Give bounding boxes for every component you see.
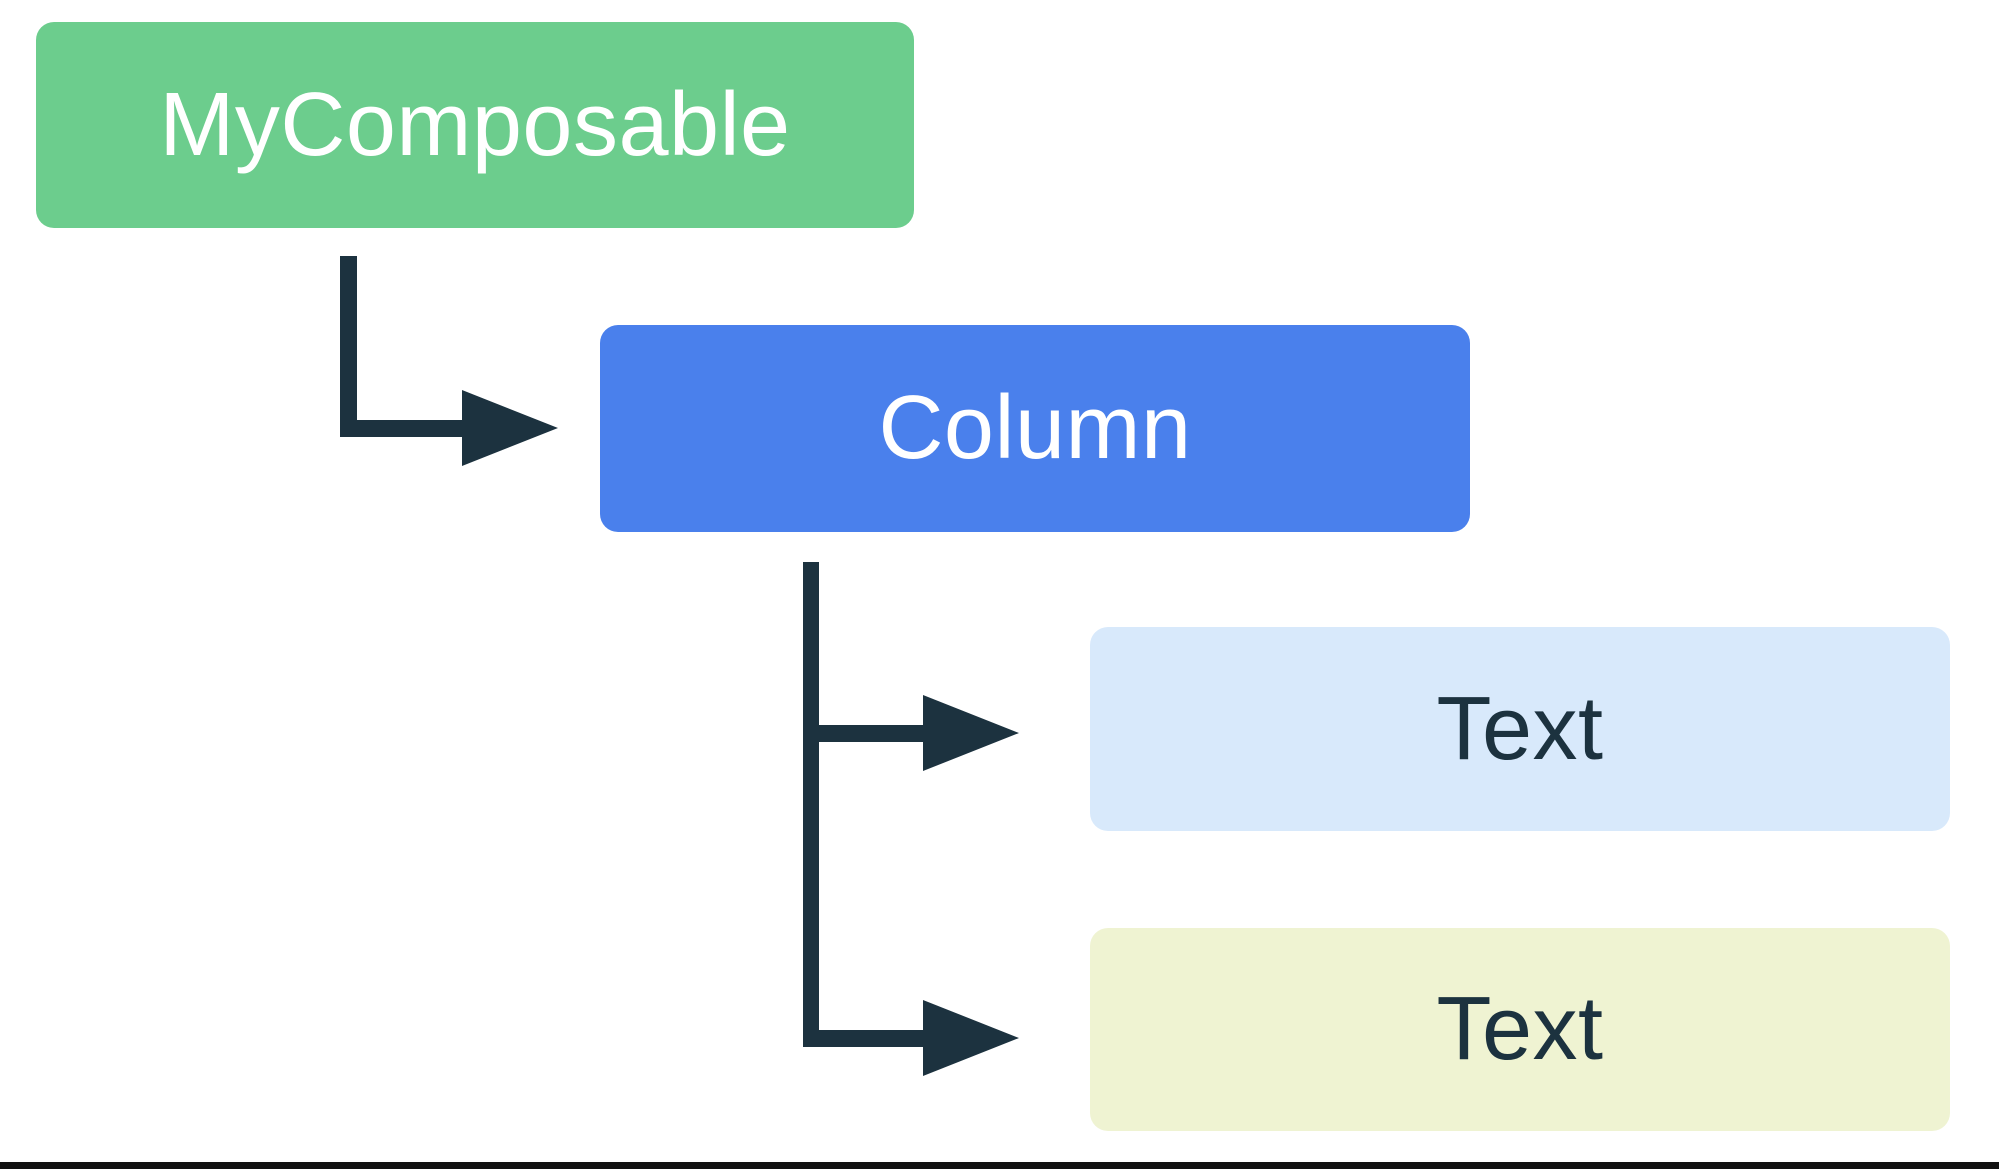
- node-text-second-label: Text: [1436, 979, 1604, 1079]
- node-text-second: Text: [1090, 928, 1950, 1131]
- connector-column-children-vertical-line: [803, 562, 819, 1047]
- connector-mycomposable-column-horizontal-line: [340, 420, 462, 437]
- connector-column-text-first-horizontal-line: [803, 725, 923, 742]
- node-text-first: Text: [1090, 627, 1950, 831]
- node-column-label: Column: [878, 378, 1192, 478]
- arrowhead-right-icon: [923, 695, 1019, 771]
- node-column: Column: [600, 325, 1470, 532]
- bottom-rule: [0, 1162, 1999, 1169]
- node-mycomposable: MyComposable: [36, 22, 914, 228]
- node-text-first-label: Text: [1436, 678, 1604, 779]
- arrowhead-right-icon: [923, 1000, 1019, 1076]
- arrowhead-right-icon: [462, 390, 558, 466]
- connector-mycomposable-column-vertical-line: [340, 256, 357, 437]
- connector-column-text-second-horizontal-line: [803, 1030, 923, 1047]
- node-mycomposable-label: MyComposable: [159, 74, 791, 175]
